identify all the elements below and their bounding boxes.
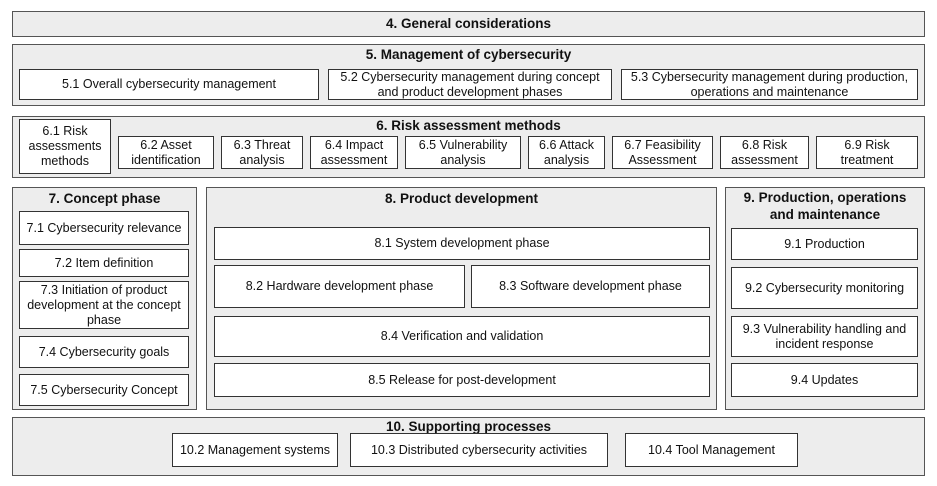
box-5-1: 5.1 Overall cybersecurity management: [19, 69, 319, 100]
box-10-4: 10.4 Tool Management: [625, 433, 798, 467]
section-10-title: 10. Supporting processes: [385, 419, 552, 434]
box-10-2: 10.2 Management systems: [172, 433, 338, 467]
box-9-2: 9.2 Cybersecurity monitoring: [731, 267, 918, 309]
box-8-2: 8.2 Hardware development phase: [214, 265, 465, 308]
box-6-4: 6.4 Impact assessment: [310, 136, 398, 169]
box-6-1: 6.1 Risk assessments methods: [19, 119, 111, 174]
box-7-3: 7.3 Initiation of product development at…: [19, 281, 189, 329]
box-8-3: 8.3 Software development phase: [471, 265, 710, 308]
section-6-title: 6. Risk assessment methods: [376, 118, 561, 133]
section-4-title: 4. General considerations: [385, 16, 552, 31]
box-6-2: 6.2 Asset identification: [118, 136, 214, 169]
section-5-title: 5. Management of cybersecurity: [365, 47, 572, 62]
box-8-4: 8.4 Verification and validation: [214, 316, 710, 357]
box-8-1: 8.1 System development phase: [214, 227, 710, 260]
box-10-3: 10.3 Distributed cybersecurity activitie…: [350, 433, 608, 467]
box-7-4: 7.4 Cybersecurity goals: [19, 336, 189, 368]
box-6-8: 6.8 Risk assessment: [720, 136, 809, 169]
box-5-2: 5.2 Cybersecurity management during conc…: [328, 69, 612, 100]
box-7-5: 7.5 Cybersecurity Concept: [19, 374, 189, 406]
box-6-9: 6.9 Risk treatment: [816, 136, 918, 169]
box-6-5: 6.5 Vulnerability analysis: [405, 136, 521, 169]
box-9-4: 9.4 Updates: [731, 363, 918, 397]
box-9-1: 9.1 Production: [731, 228, 918, 260]
box-6-3: 6.3 Threat analysis: [221, 136, 303, 169]
section-8-title: 8. Product development: [384, 191, 539, 206]
box-8-5: 8.5 Release for post-development: [214, 363, 710, 397]
section-9-title: 9. Production, operations and maintenanc…: [743, 190, 907, 222]
box-9-3: 9.3 Vulnerability handling and incident …: [731, 316, 918, 357]
box-6-6: 6.6 Attack analysis: [528, 136, 605, 169]
box-7-1: 7.1 Cybersecurity relevance: [19, 211, 189, 245]
box-5-3: 5.3 Cybersecurity management during prod…: [621, 69, 918, 100]
section-7-title: 7. Concept phase: [48, 191, 161, 206]
section-4-panel: 4. General considerations: [12, 11, 925, 37]
box-7-2: 7.2 Item definition: [19, 249, 189, 277]
box-6-7: 6.7 Feasibility Assessment: [612, 136, 713, 169]
